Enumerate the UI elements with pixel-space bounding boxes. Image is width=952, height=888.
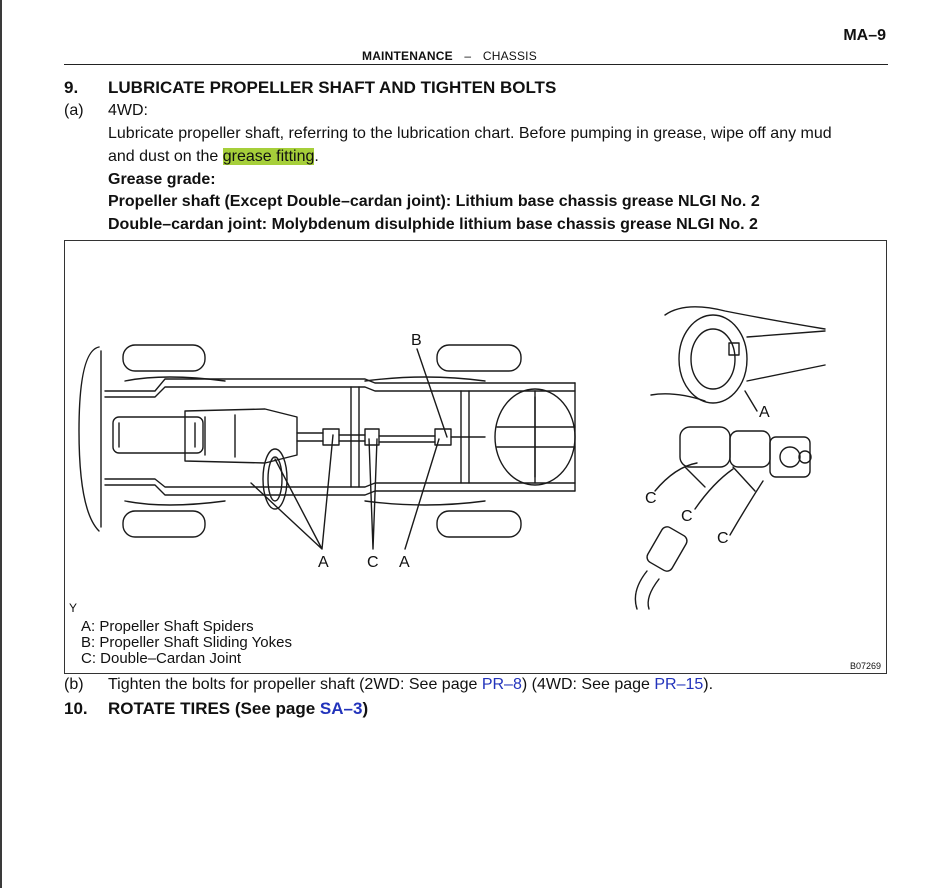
callout-c-detail-1: C	[645, 490, 657, 507]
grease-grade-label: Grease grade:	[108, 171, 216, 188]
header-section: MAINTENANCE	[362, 49, 453, 63]
legend-item-c: C: Double–Cardan Joint	[81, 650, 242, 667]
chassis-illustration: A C A B A C C C	[78, 306, 826, 610]
grease-grade-1: Propeller shaft (Except Double–cardan jo…	[108, 193, 760, 210]
lubrication-figure: A C A B A C C C Y A: Propeller Shaft Spi…	[64, 240, 887, 674]
transfer-case	[262, 448, 288, 510]
rear-left-tire	[436, 344, 522, 372]
callout-a-left: A	[318, 554, 329, 571]
frame-rail-top	[104, 378, 576, 392]
header-rule	[64, 64, 888, 65]
step9a-line1: Lubricate propeller shaft, referring to …	[108, 125, 832, 142]
callout-a-left-lines	[250, 434, 334, 550]
step9a-line2-before: and dust on the	[108, 148, 223, 165]
step9-number: 9.	[64, 78, 79, 97]
step10-title: ROTATE TIRES (See page SA–3)	[108, 699, 368, 719]
step10-title-after: )	[362, 699, 369, 718]
header-separator: –	[464, 49, 472, 63]
step9b-text-before: Tighten the bolts for propeller shaft (2…	[108, 676, 482, 693]
front-differential	[112, 416, 204, 454]
rear-differential	[494, 388, 576, 486]
link-pr-8[interactable]: PR–8	[481, 676, 522, 693]
figure-corner-mark: Y	[69, 601, 78, 615]
step9b-label: (b)	[64, 676, 84, 693]
grease-grade-2: Double–cardan joint: Molybdenum disulphi…	[108, 216, 758, 233]
step9a-heading: 4WD:	[108, 102, 148, 119]
callout-a-right: A	[399, 554, 410, 571]
step9a-line2: and dust on the grease fitting.	[108, 148, 319, 166]
double-cardan-detail	[679, 426, 731, 468]
propeller-shaft-front	[296, 432, 324, 442]
step9b-text-after: ).	[703, 676, 714, 693]
front-right-tire	[122, 510, 206, 538]
figure-code: B07269	[850, 661, 882, 671]
callout-c-left: C	[367, 554, 379, 571]
grease-fitting-highlight: grease fitting	[222, 148, 315, 165]
running-header: MAINTENANCE – CHASSIS	[362, 49, 537, 63]
link-sa-3[interactable]: SA–3	[319, 699, 363, 718]
callout-c-detail-2: C	[681, 508, 693, 525]
step10-title-before: ROTATE TIRES (See page	[108, 699, 320, 718]
link-pr-15[interactable]: PR–15	[654, 676, 704, 693]
callout-c-lines	[368, 438, 378, 550]
step9a-line2-after: .	[314, 148, 319, 165]
front-bumper	[78, 346, 100, 532]
step9b-text-middle: ) (4WD: See page	[521, 676, 655, 693]
callout-a-right-line	[404, 438, 440, 550]
double-cardan-joint	[364, 428, 380, 446]
cross-member	[350, 386, 360, 488]
grease-gun-nozzle	[646, 526, 688, 572]
step9-title: LUBRICATE PROPELLER SHAFT AND TIGHTEN BO…	[108, 78, 557, 97]
step9a-label: (a)	[64, 102, 84, 119]
page-number: MA–9	[843, 27, 886, 44]
front-left-tire	[122, 344, 206, 372]
legend-item-a: A: Propeller Shaft Spiders	[81, 618, 254, 635]
callout-b-line	[416, 348, 448, 438]
joint-detail-housing	[664, 306, 826, 330]
propeller-shaft-rear	[378, 435, 436, 443]
header-subsection: CHASSIS	[482, 49, 537, 63]
legend-item-b: B: Propeller Shaft Sliding Yokes	[81, 634, 292, 651]
callout-b: B	[411, 332, 422, 349]
page-left-border	[0, 0, 2, 888]
callout-c-detail-3: C	[717, 530, 729, 547]
step9b-text: Tighten the bolts for propeller shaft (2…	[108, 676, 713, 694]
callout-a-detail: A	[759, 404, 770, 421]
rear-right-tire	[436, 510, 522, 538]
step10-number: 10.	[64, 699, 88, 718]
transmission	[184, 408, 298, 464]
